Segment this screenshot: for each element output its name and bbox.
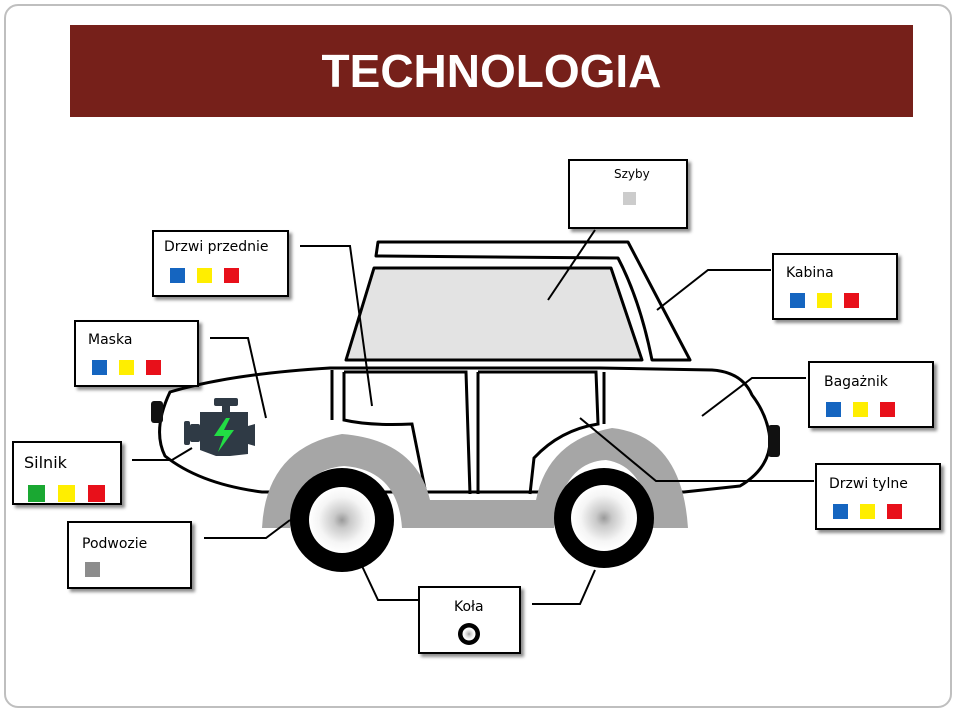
swatch-red (887, 504, 902, 519)
swatch-yellow (853, 402, 868, 417)
swatch-green (28, 485, 45, 502)
label-kabina: Kabina (772, 253, 898, 320)
swatch-blue (790, 293, 805, 308)
chassis (262, 428, 688, 528)
label-podwozie-text: Podwozie (82, 536, 148, 552)
label-szyby: Szyby (568, 159, 688, 229)
label-drzwi-tylne: Drzwi tylne (815, 463, 941, 530)
front-bumper (151, 401, 163, 423)
swatch-red (224, 268, 239, 283)
label-kola-text: Koła (454, 599, 484, 615)
swatch-blue (92, 360, 107, 375)
windshield (344, 266, 644, 362)
label-maska-text: Maska (88, 332, 133, 348)
swatch-yellow (860, 504, 875, 519)
label-bagaznik: Bagażnik (808, 361, 934, 428)
label-kola: Koła (418, 586, 521, 654)
label-drzwi-przednie-text: Drzwi przednie (164, 239, 269, 255)
rear-wheel (554, 468, 654, 568)
swatch-yellow (119, 360, 134, 375)
slide-frame (4, 4, 952, 708)
label-podwozie: Podwozie (67, 521, 192, 589)
engine-icon (184, 398, 255, 456)
front-wheel (290, 468, 394, 572)
swatch-light-gray (623, 192, 636, 205)
label-bagaznik-text: Bagażnik (824, 374, 888, 390)
swatch-red (146, 360, 161, 375)
title-banner: TECHNOLOGIA (70, 25, 913, 117)
label-szyby-text: Szyby (614, 167, 650, 181)
swatch-blue (170, 268, 185, 283)
rear-bumper (768, 425, 780, 457)
swatch-blue (826, 402, 841, 417)
swatch-yellow (58, 485, 75, 502)
swatch-red (88, 485, 105, 502)
swatch-red (844, 293, 859, 308)
swatch-yellow (817, 293, 832, 308)
label-silnik: Silnik (12, 441, 122, 505)
leader-lines (132, 229, 814, 605)
label-silnik-text: Silnik (24, 453, 67, 472)
wheel-icon (458, 623, 480, 645)
roof-rack (374, 240, 692, 362)
label-drzwi-przednie: Drzwi przednie (152, 230, 289, 297)
swatch-yellow (197, 268, 212, 283)
swatch-gray (85, 562, 100, 577)
label-kabina-text: Kabina (786, 265, 834, 281)
swatch-red (880, 402, 895, 417)
swatch-blue (833, 504, 848, 519)
label-drzwi-tylne-text: Drzwi tylne (829, 476, 908, 492)
page-title: TECHNOLOGIA (321, 45, 662, 97)
panel-seams (330, 370, 606, 495)
label-maska: Maska (74, 320, 199, 387)
